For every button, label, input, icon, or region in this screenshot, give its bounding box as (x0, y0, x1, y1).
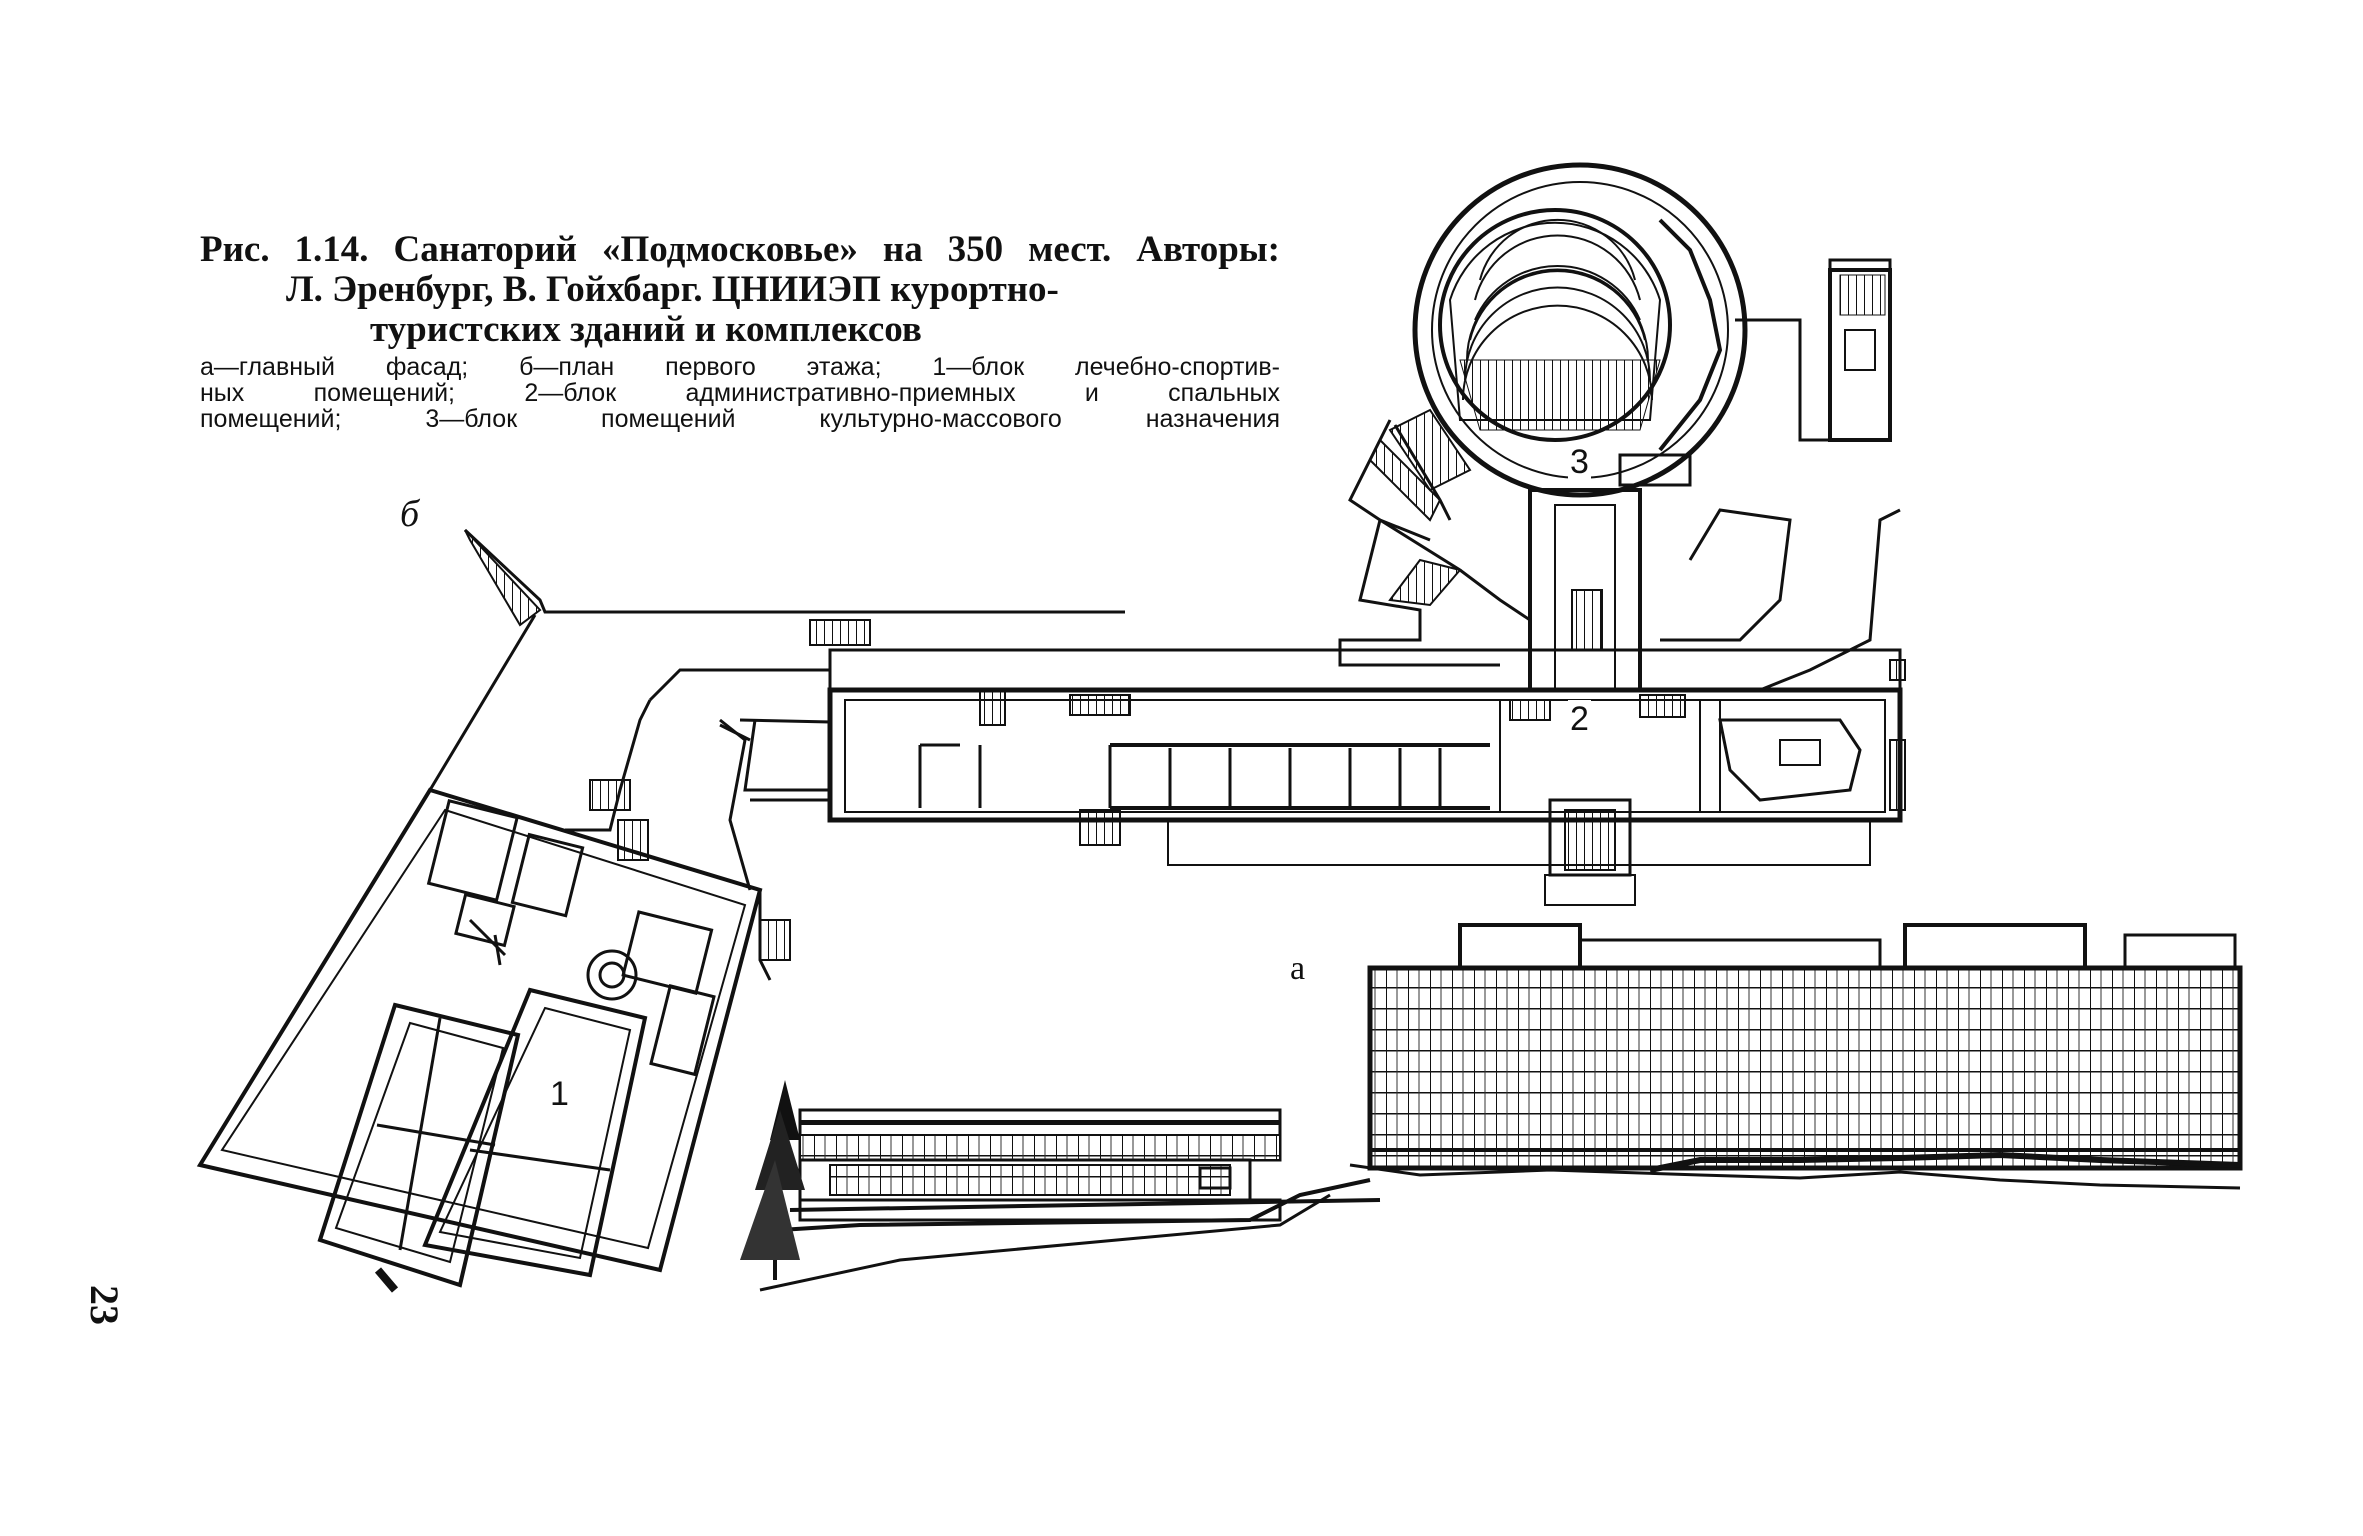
floor-plan (196, 162, 1906, 1293)
plan-gallery (1338, 419, 1901, 692)
plan-sports-block (196, 787, 763, 1293)
facade-label: а (1290, 950, 1306, 987)
block-2-label: 2 (1568, 700, 1591, 739)
caption-title-line-2: Л. Эренбург, В. Гойхбарг. ЦНИИЭП курортн… (286, 269, 1059, 310)
plan-main-block (827, 648, 1906, 906)
caption-legend: а—главный фасад; б—план первого этажа; 1… (200, 354, 1280, 432)
caption-legend-line-1: а—главный фасад; б—план первого этажа; 1… (200, 353, 1280, 381)
tree-icon (740, 1080, 805, 1280)
plan-auditorium (1388, 162, 1892, 521)
main-facade (740, 923, 2243, 1292)
caption-legend-line-2: ных помещений; 2—блок административно-пр… (200, 379, 1280, 407)
block-3-label: 3 (1568, 443, 1591, 482)
page-number: 23 (82, 1285, 127, 1325)
plan-label: б (400, 493, 420, 535)
block-1-label: 1 (548, 1075, 571, 1114)
caption-title-line-1: Рис. 1.14. Санаторий «Подмосковье» на 35… (200, 229, 1280, 270)
plan-terraces-left (428, 528, 1125, 981)
caption-legend-line-3: помещений; 3—блок помещений культурно-ма… (200, 405, 1280, 433)
caption-title-line-3: туристских зданий и комплексов (370, 309, 922, 350)
figure-caption: Рис. 1.14. Санаторий «Подмосковье» на 35… (200, 229, 1280, 433)
